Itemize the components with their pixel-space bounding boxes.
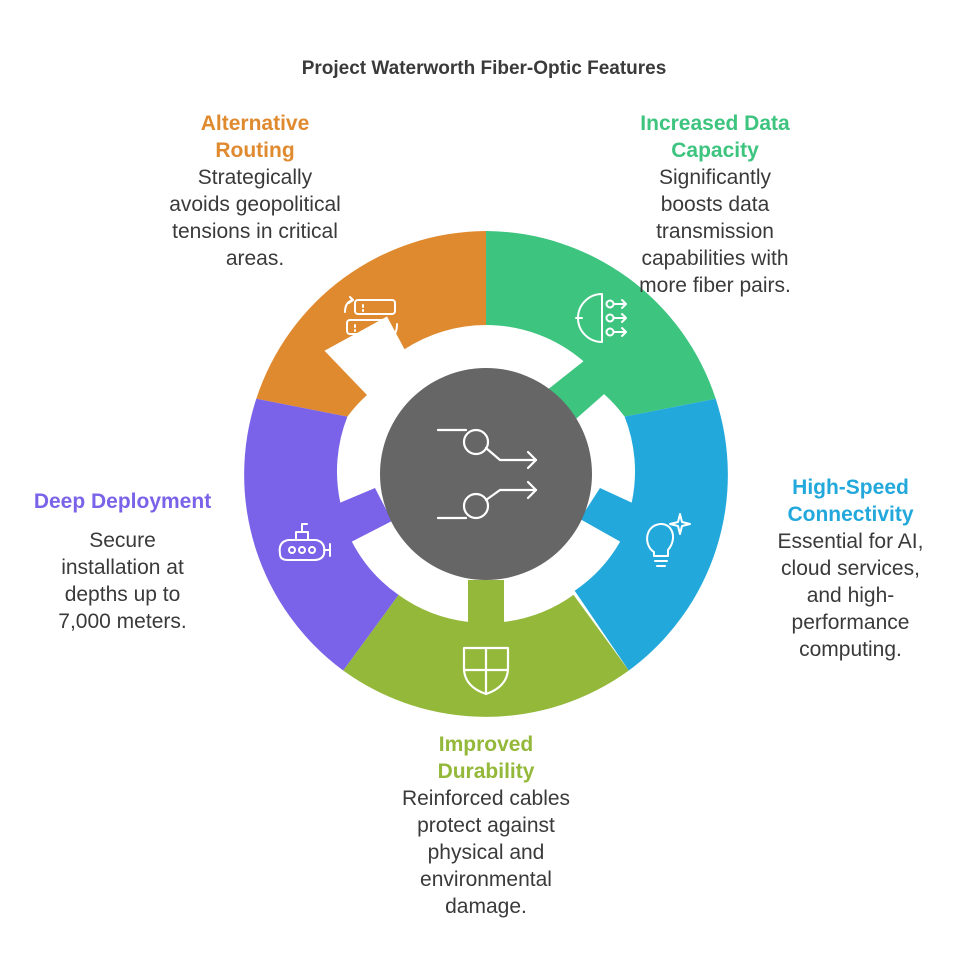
segment-increased-data-capacity (486, 231, 716, 429)
lightbulb-icon (646, 513, 691, 567)
submarine-icon (278, 523, 331, 561)
feature-heading: Deep Deployment (33, 490, 212, 513)
fiber-optic-icon (436, 428, 538, 520)
diagram-title: Project Waterworth Fiber-Optic Features (301, 58, 667, 79)
center-hub (380, 368, 592, 580)
routing-icon (344, 296, 398, 342)
data-capacity-icon (575, 293, 627, 343)
shield-icon (462, 646, 510, 696)
feature-description: Essential for AI,cloud services,and high… (777, 530, 924, 661)
segment-high-speed-connectivity (574, 398, 728, 671)
segment-alternative-routing (256, 231, 486, 417)
segment-deep-deployment (244, 398, 399, 671)
